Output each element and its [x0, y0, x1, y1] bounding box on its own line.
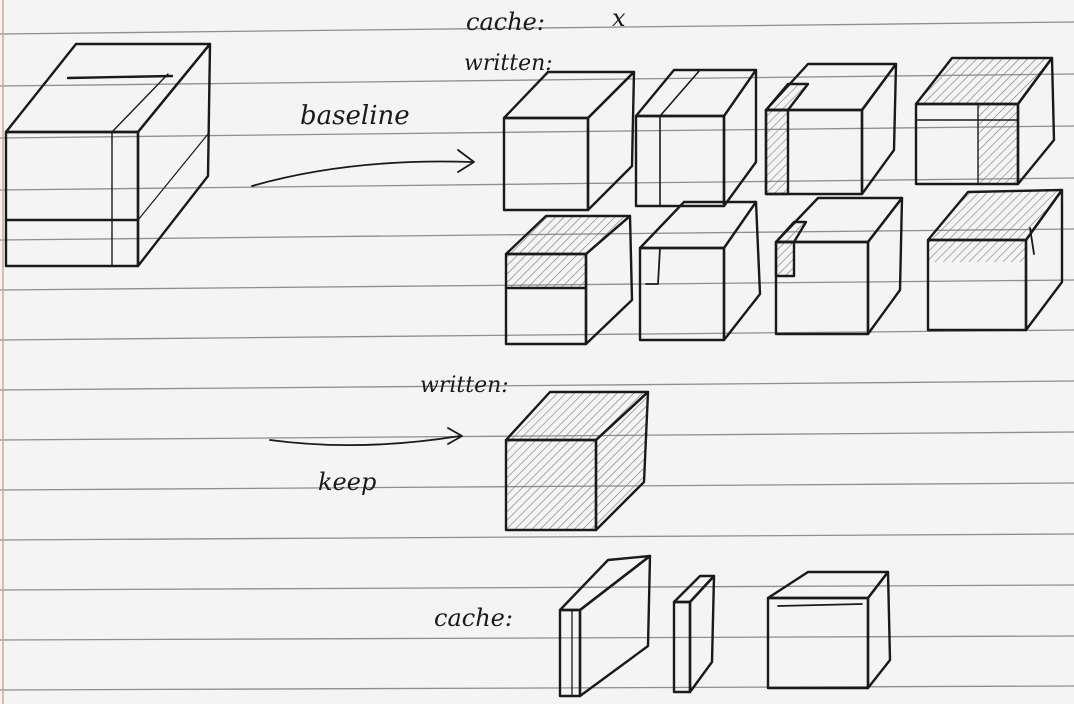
- written-cube-2: [634, 68, 758, 208]
- cache-cube: [766, 570, 892, 690]
- written-cube-3: [764, 62, 898, 196]
- written-cube-8: [926, 188, 1064, 332]
- ruled-lines: [0, 21, 1074, 691]
- label-cache-bottom: cache:: [434, 604, 513, 632]
- source-cube: [4, 42, 212, 268]
- label-written-middle: written:: [420, 373, 509, 398]
- label-written-top: written:: [464, 51, 553, 76]
- baseline-arrow: [251, 149, 475, 187]
- written-cube-1: [502, 70, 636, 212]
- label-cache-top-mark: x: [612, 4, 626, 32]
- cache-column: [672, 574, 716, 694]
- label-cache-top: cache:: [466, 8, 545, 36]
- written-cube-4: [914, 56, 1056, 186]
- written-cube-6: [638, 200, 762, 342]
- written-cube-7: [774, 196, 904, 336]
- label-keep: keep: [318, 468, 376, 496]
- written-cube-5: [504, 214, 634, 346]
- keep-written-cube: [504, 390, 650, 532]
- label-baseline: baseline: [300, 101, 410, 131]
- cache-slab-thin: [558, 554, 652, 698]
- keep-arrow: [269, 427, 463, 447]
